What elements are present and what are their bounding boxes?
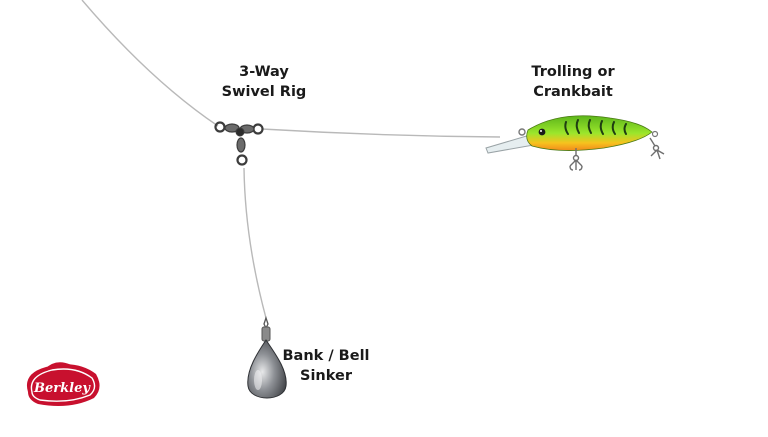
swivel-rig-label-line1: 3-Way: [239, 64, 289, 80]
swivel-rig-label: 3-Way Swivel Rig: [206, 62, 322, 102]
crankbait-label: Trolling or Crankbait: [512, 62, 634, 102]
lure-icon: [485, 115, 665, 171]
swivel-rig-label-line2: Swivel Rig: [221, 84, 307, 100]
sinker-label-line2: Sinker: [300, 368, 352, 384]
swivel-icon: [214, 121, 264, 166]
leader-line: [261, 128, 501, 138]
crankbait-label-line2: Crankbait: [533, 84, 613, 100]
dropper-line: [243, 167, 267, 319]
berkley-logo-icon: Berkley: [26, 362, 100, 406]
sinker-label: Bank / Bell Sinker: [270, 346, 382, 386]
berkley-logo-text: Berkley: [33, 381, 91, 396]
main-line: [81, 0, 219, 127]
sinker-label-line1: Bank / Bell: [282, 348, 370, 364]
sinker-icon: [247, 315, 287, 399]
crankbait-label-line1: Trolling or: [531, 64, 615, 80]
